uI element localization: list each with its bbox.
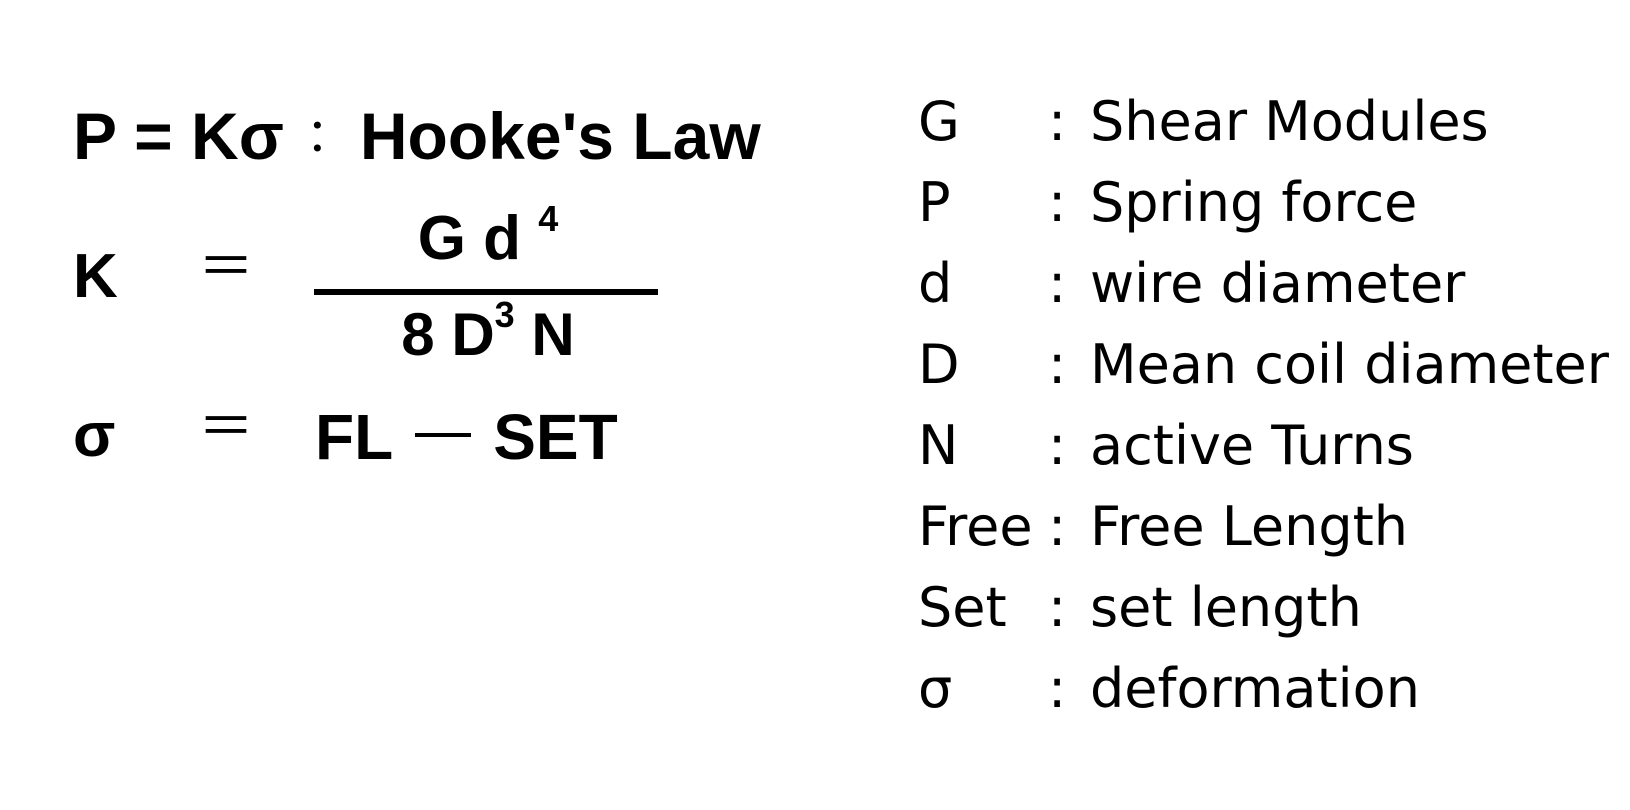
legend-description: wire diameter: [1090, 252, 1466, 315]
stiffness-denominator: 8 D3 N: [318, 297, 658, 365]
hookes-law-separator: ：: [305, 109, 352, 161]
stiffness-numerator: G d 4: [318, 201, 658, 270]
legend-description: Free Length: [1090, 495, 1409, 558]
legend-symbol: D: [918, 333, 960, 396]
numerator-text: G d: [417, 204, 522, 273]
legend-description: deformation: [1090, 657, 1420, 720]
legend-colon: :: [1048, 414, 1067, 477]
legend-description: active Turns: [1090, 414, 1414, 477]
legend-colon: :: [1048, 576, 1067, 639]
legend-symbol: P: [918, 171, 951, 234]
legend-colon: :: [1048, 657, 1067, 720]
set-length-term: SET: [493, 401, 618, 473]
legend-symbol: Set: [918, 576, 1007, 639]
free-length-term: FL: [315, 401, 394, 473]
numerator-exponent: 4: [538, 198, 559, 239]
stiffness-equals-sign: ＝: [198, 235, 254, 300]
stiffness-lhs: K: [73, 242, 118, 311]
denominator-exponent: 3: [494, 294, 515, 335]
hookes-law-formula: P = Kσ: [73, 99, 284, 173]
legend-colon: :: [1048, 495, 1067, 558]
legend-symbol: Free: [918, 495, 1033, 558]
deformation-lhs: σ: [73, 401, 116, 470]
hookes-law-label: Hooke's Law: [359, 99, 761, 173]
hookes-law-equation: P = Kσ：Hooke's Law: [73, 103, 761, 169]
legend-colon: :: [1048, 252, 1067, 315]
legend-symbol: G: [918, 90, 960, 153]
legend-colon: :: [1048, 171, 1067, 234]
denominator-suffix: N: [514, 301, 575, 368]
legend-description: Spring force: [1090, 171, 1418, 234]
denominator-prefix: 8 D: [401, 301, 495, 368]
legend-colon: :: [1048, 90, 1067, 153]
minus-sign: [415, 433, 472, 437]
legend-description: Mean coil diameter: [1090, 333, 1609, 396]
legend-symbol: d: [918, 252, 953, 315]
legend-symbol: σ: [918, 657, 953, 720]
legend-symbol: N: [918, 414, 959, 477]
legend-description: Shear Modules: [1090, 90, 1489, 153]
deformation-equals-sign: ＝: [198, 395, 254, 460]
legend-description: set length: [1090, 576, 1362, 639]
legend-colon: :: [1048, 333, 1067, 396]
fraction-bar: [314, 289, 658, 295]
